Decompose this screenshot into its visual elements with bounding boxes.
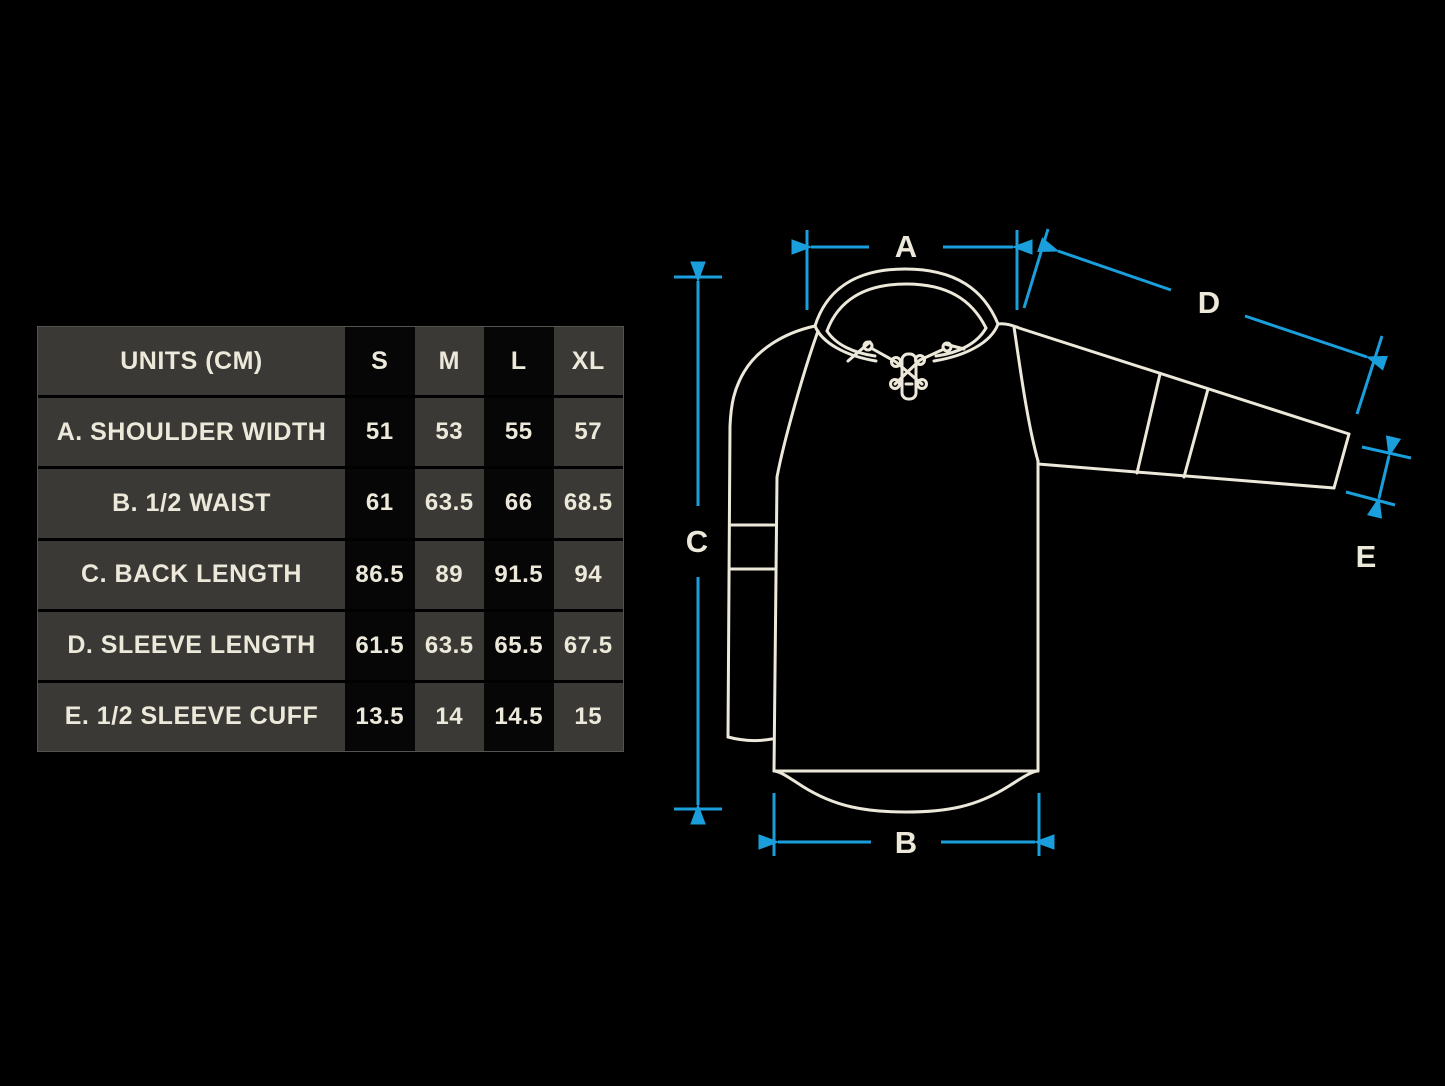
lace-eyelet [890, 356, 902, 368]
table-row-back-length: C. BACK LENGTH 86.5 89 91.5 94 [38, 540, 623, 609]
row-label: E. 1/2 SLEEVE CUFF [38, 682, 345, 752]
row-label: C. BACK LENGTH [38, 540, 345, 609]
table-row-sleeve-length: D. SLEEVE LENGTH 61.5 63.5 65.5 67.5 [38, 611, 623, 680]
value-l: 91.5 [484, 540, 554, 609]
table-row-half-waist: B. 1/2 WAIST 61 63.5 66 68.5 [38, 469, 623, 538]
lace-eyelet [889, 378, 901, 390]
value-l: 55 [484, 398, 554, 467]
right-armhole-seam [1012, 325, 1040, 463]
value-m: 89 [414, 540, 484, 609]
size-header-l: L [484, 327, 554, 396]
value-m: 63.5 [414, 469, 484, 538]
row-label: A. SHOULDER WIDTH [38, 398, 345, 467]
dimension-label-c: C [686, 524, 708, 559]
dimension-arrow [1244, 314, 1388, 371]
value-xl: 67.5 [553, 611, 623, 680]
hem-curve [772, 769, 1040, 814]
right-sleeve-cuff-end [1332, 432, 1351, 490]
value-m: 63.5 [414, 611, 484, 680]
size-header-m: M [414, 327, 484, 396]
dimension-c-back-length: C [674, 261, 722, 825]
dimension-label-a: A [895, 229, 917, 264]
value-xl: 94 [553, 540, 623, 609]
table-header-row: UNITS (CM) S M L XL [38, 327, 623, 396]
value-l: 14.5 [484, 682, 554, 752]
collar-front-left-inner [825, 329, 877, 358]
size-chart-table: UNITS (CM) S M L XL A. SHOULDER WIDTH 51… [37, 326, 624, 752]
row-label: D. SLEEVE LENGTH [38, 611, 345, 680]
dimension-label-d: D [1198, 285, 1220, 320]
value-s: 61 [345, 469, 415, 538]
right-sleeve-stripe [1135, 372, 1162, 475]
lace-eyelet [914, 354, 926, 366]
jersey-outline [726, 267, 1351, 814]
left-armhole-and-body-edge [772, 329, 820, 773]
value-xl: 68.5 [553, 469, 623, 538]
dimension-label-b: B [895, 825, 917, 860]
right-sleeve-top-edge [996, 322, 1351, 436]
dimension-arrow [1037, 237, 1172, 292]
size-header-xl: XL [553, 327, 623, 396]
value-s: 13.5 [345, 682, 415, 752]
collar-front-right-inner [934, 326, 988, 358]
value-s: 61.5 [345, 611, 415, 680]
collar-front-right-outer [932, 322, 1000, 363]
right-sleeve-under-edge [1036, 462, 1336, 490]
value-xl: 15 [553, 682, 623, 752]
collar-inner-fold [825, 282, 988, 333]
value-m: 53 [414, 398, 484, 467]
dimension-a-shoulder-width: A [791, 229, 1033, 310]
left-sleeve-outer-edge [726, 324, 817, 739]
left-sleeve-cuff [726, 735, 774, 743]
collar-outer-edge [813, 267, 1000, 328]
value-l: 66 [484, 469, 554, 538]
lace-cross [846, 340, 966, 386]
dimension-e-half-sleeve-cuff: E [1345, 435, 1412, 574]
lace-eyelet [916, 378, 928, 390]
row-label: B. 1/2 WAIST [38, 469, 345, 538]
dimension-label-e: E [1356, 539, 1377, 574]
value-xl: 57 [553, 398, 623, 467]
table-row-shoulder-width: A. SHOULDER WIDTH 51 53 55 57 [38, 398, 623, 467]
units-header: UNITS (CM) [38, 327, 345, 396]
size-header-s: S [345, 327, 415, 396]
value-m: 14 [414, 682, 484, 752]
right-sleeve-stripe [1182, 387, 1210, 479]
value-s: 86.5 [345, 540, 415, 609]
dimension-arrow [1366, 435, 1402, 519]
value-l: 65.5 [484, 611, 554, 680]
value-s: 51 [345, 398, 415, 467]
dimension-b-half-waist: B [758, 793, 1055, 860]
table-row-half-sleeve-cuff: E. 1/2 SLEEVE CUFF 13.5 14 14.5 15 [38, 682, 623, 752]
dimension-d-sleeve-length: D [1022, 228, 1388, 415]
